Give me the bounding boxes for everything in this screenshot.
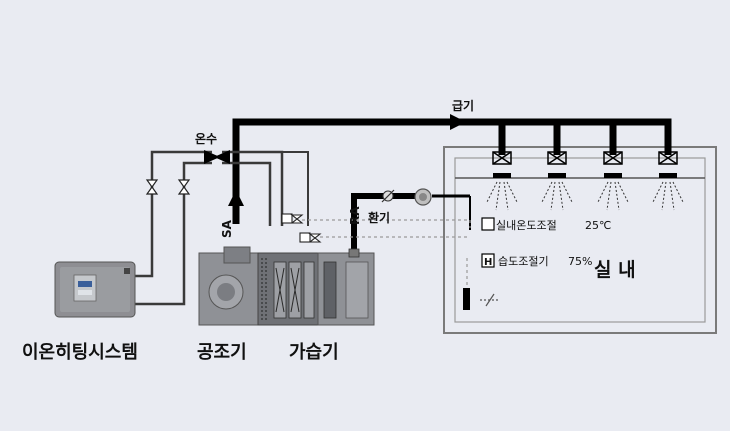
humidity-controller-box bbox=[481, 253, 495, 268]
ion-heating-system-label: 이온히팅시스템 bbox=[22, 342, 138, 363]
humidity-controller-symbol: H bbox=[484, 257, 492, 268]
supply-direction-arrow bbox=[450, 114, 466, 130]
humidity-controller-label: 습도조절기 bbox=[498, 255, 549, 268]
ra-label: RA bbox=[348, 206, 362, 225]
air-handler-label: 공조기 bbox=[197, 342, 247, 363]
sa-label: SA bbox=[220, 219, 234, 238]
humidifier-unit bbox=[317, 248, 375, 326]
control-valve-2-icon bbox=[299, 232, 322, 243]
control-lines bbox=[302, 219, 471, 292]
control-valve-1-icon bbox=[281, 213, 304, 224]
three-way-valve-icon bbox=[204, 150, 230, 164]
room-temp-controller-icon bbox=[481, 217, 495, 231]
ion-heating-unit bbox=[54, 261, 136, 318]
room-temp-control-label: 실내온도조절 bbox=[496, 219, 557, 232]
control-panel-icon bbox=[73, 274, 97, 302]
hot-water-label: 온수 bbox=[195, 131, 217, 146]
room-sensor-icon bbox=[463, 288, 500, 310]
ventilation-label: 환기 bbox=[368, 210, 390, 225]
valve-2-icon bbox=[177, 179, 191, 195]
air-handler-unit bbox=[198, 246, 319, 326]
diffuser-1 bbox=[486, 151, 518, 211]
return-damper-icon bbox=[381, 189, 395, 203]
humidity-value: 75% bbox=[568, 255, 592, 268]
humidifier-label: 가습기 bbox=[289, 342, 339, 363]
room-label: 실 내 bbox=[594, 259, 636, 281]
supply-air-label: 급기 bbox=[452, 98, 474, 113]
sa-up-arrow bbox=[228, 190, 244, 206]
hot-water-piping bbox=[128, 150, 309, 306]
diffuser-4 bbox=[652, 151, 684, 211]
return-duct bbox=[351, 188, 471, 252]
room-boundary bbox=[443, 146, 717, 334]
diffuser-2 bbox=[541, 151, 573, 211]
supply-duct bbox=[228, 114, 705, 224]
valve-1-icon bbox=[145, 179, 159, 195]
diffuser-3 bbox=[597, 151, 629, 211]
room-temp-value: 25℃ bbox=[585, 219, 611, 232]
